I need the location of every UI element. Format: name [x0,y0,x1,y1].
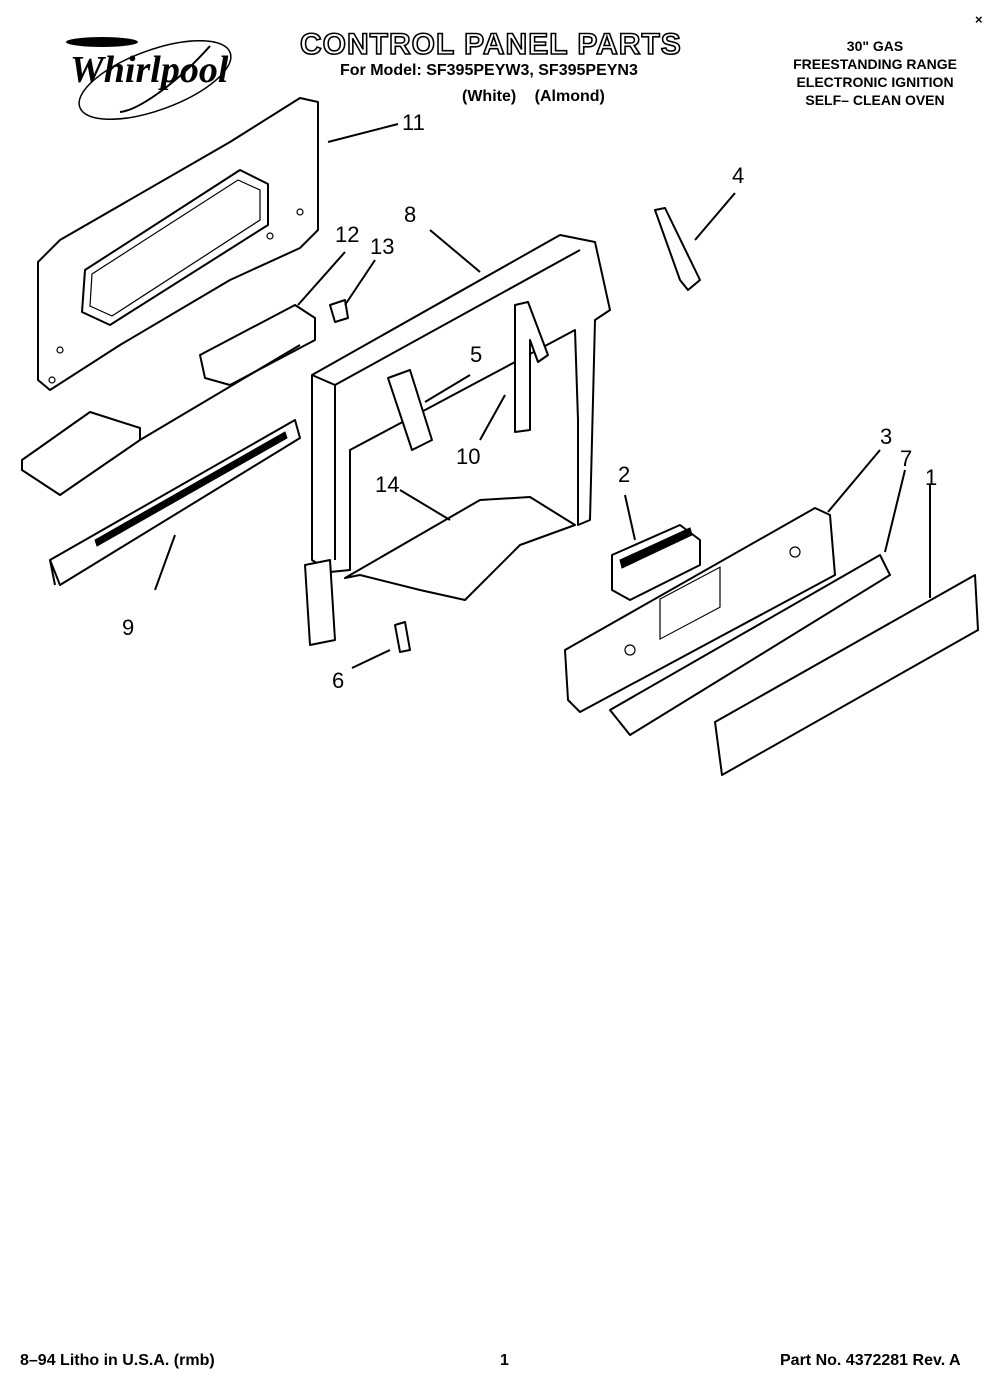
part-1-glass [714,574,979,776]
callout-9: 9 [122,615,135,640]
logo-swoosh-icon [78,40,232,120]
brand-badge [62,36,142,50]
part-5-bracket [387,369,433,451]
part-7-trim [609,554,891,736]
leader-lines [154,123,931,669]
part-12-duct [21,304,316,496]
part-9-vent [49,419,301,586]
part-3-console [564,507,836,713]
callout-7: 7 [900,446,913,471]
part-4-end-cap [654,207,701,291]
page-title: CONTROL PANEL PARTS [299,27,682,62]
part-2-control [611,524,701,601]
callout-1: 1 [925,465,938,490]
spec-line-2: FREESTANDING RANGE [793,56,957,72]
part-13-clip [329,299,349,323]
callout-11: 11 [402,110,425,135]
part-14-shield [344,496,576,601]
callout-13: 13 [370,234,395,259]
callout-10: 10 [456,444,481,469]
spec-line-3: ELECTRONIC IGNITION [796,74,954,90]
finish-line: (White) (Almond) [462,88,605,105]
print-info: 8–94 Litho in U.S.A. (rmb) [20,1352,215,1369]
callout-8: 8 [404,202,417,227]
part-10-bracket [514,301,549,433]
part-6-clip [394,621,411,653]
part-11-plate [37,97,319,391]
callout-2: 2 [618,462,631,487]
callout-3: 3 [880,424,893,449]
model-line: For Model: SF395PEYW3, SF395PEYN3 [340,62,638,79]
spec-line-1: 30" GAS [846,38,904,54]
callout-4: 4 [732,163,745,188]
callout-5: 5 [470,342,483,367]
callout-14: 14 [375,472,400,497]
part-number: Part No. 4372281 Rev. A [780,1352,961,1369]
brand-badge-icon [66,37,138,47]
callout-12: 12 [335,222,360,247]
callout-6: 6 [332,668,345,693]
page-number: 1 [500,1352,509,1369]
corner-mark: × [975,12,983,27]
spec-line-4: SELF– CLEAN OVEN [805,92,945,108]
